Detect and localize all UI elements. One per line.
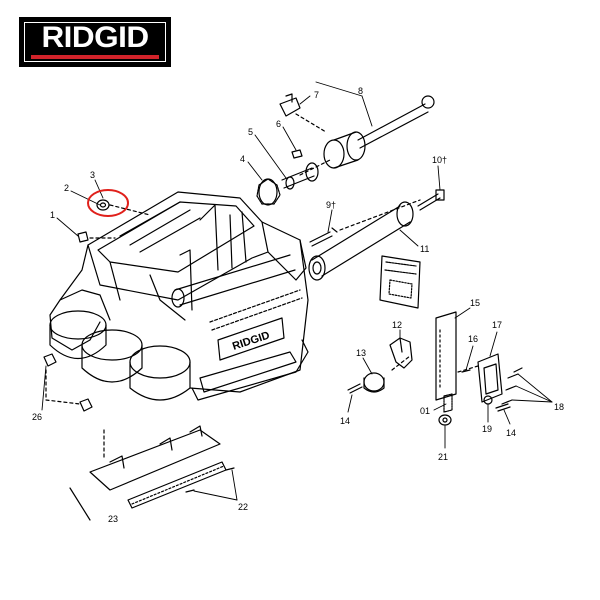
- ridgid-logo: RIDGID: [19, 17, 171, 67]
- part-label-17: 17: [492, 320, 502, 330]
- highlight-circle: [87, 189, 129, 217]
- part-label-15: 15: [470, 298, 480, 308]
- part-label-4: 4: [240, 154, 245, 164]
- part-label-5: 5: [248, 127, 253, 137]
- part-label-1: 1: [50, 210, 55, 220]
- part-label-11: 11: [420, 244, 429, 254]
- main-housing: [49, 191, 309, 401]
- part-label-18: 18: [554, 402, 564, 412]
- part-label-2: 2: [64, 183, 69, 193]
- gear-assembly: [256, 93, 435, 206]
- part-label-6: 6: [276, 119, 281, 129]
- logo-text: RIDGID: [41, 21, 149, 54]
- part-label-7: 7: [314, 90, 319, 100]
- part-label-3: 3: [90, 170, 95, 180]
- part-label-8: 8: [358, 86, 363, 96]
- roller-assembly: [308, 189, 445, 281]
- part-labels: 1 2 3 4 5 6 7 8 9† 10† 11 12 13 14 14 15…: [32, 86, 564, 524]
- part-label-22: 22: [238, 502, 248, 512]
- part-label-14-right: 14: [506, 428, 516, 438]
- part-label-21: 21: [438, 452, 448, 462]
- part-label-26: 26: [32, 412, 42, 422]
- part-label-10: 10†: [432, 155, 447, 165]
- part-label-16: 16: [468, 334, 478, 344]
- logo-red-bar: [31, 55, 159, 59]
- left-small-parts: [43, 199, 151, 412]
- part-label-9: 9†: [326, 200, 336, 210]
- part-label-14-left: 14: [340, 416, 350, 426]
- bottom-parts: [69, 425, 235, 521]
- part-label-01: 01: [420, 406, 430, 416]
- part-label-13: 13: [356, 348, 366, 358]
- label-plate: [379, 255, 421, 309]
- part-label-12: 12: [392, 320, 402, 330]
- part-label-19: 19: [482, 424, 492, 434]
- logo-border: [24, 22, 166, 62]
- part-label-23: 23: [108, 514, 118, 524]
- leader-lines: [41, 81, 553, 501]
